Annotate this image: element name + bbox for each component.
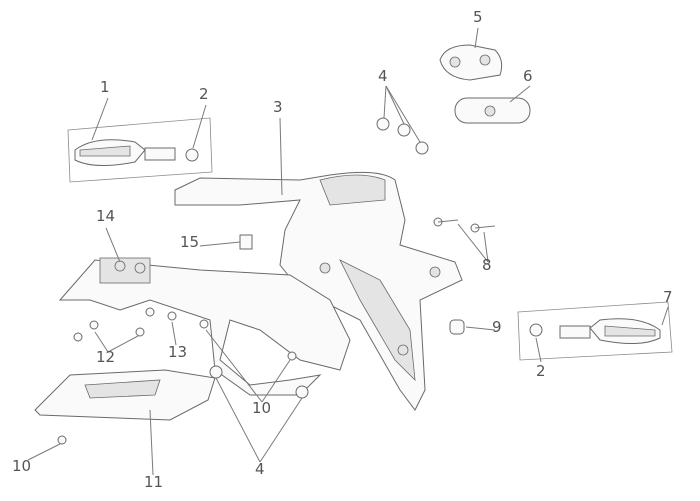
callout-3: 3 xyxy=(273,98,283,116)
callout-9: 9 xyxy=(492,318,502,336)
callout-5: 5 xyxy=(473,8,483,26)
callout-12: 12 xyxy=(96,348,116,366)
callout-13: 13 xyxy=(168,343,188,361)
callout-11: 11 xyxy=(144,473,164,491)
nuts-top xyxy=(376,117,429,155)
callout-2-right: 2 xyxy=(536,362,546,380)
nut xyxy=(209,365,223,379)
callout-14: 14 xyxy=(96,207,116,225)
bolts-8 xyxy=(433,217,496,233)
callout-4-bottom: 4 xyxy=(255,460,265,478)
callout-1: 1 xyxy=(100,78,110,96)
rear-mudguard xyxy=(174,171,463,411)
leader-lines xyxy=(27,27,669,476)
license-plate-light xyxy=(439,44,503,81)
lower-cover xyxy=(34,369,216,421)
callout-10: 10 xyxy=(252,399,272,417)
screws xyxy=(57,307,297,445)
right-turn-signal xyxy=(517,301,673,361)
clip xyxy=(239,234,253,250)
left-turn-signal xyxy=(67,117,213,183)
callout-15: 15 xyxy=(180,233,200,251)
license-plate-holder xyxy=(58,257,351,396)
callout-10-left: 10 xyxy=(12,457,32,475)
callout-6: 6 xyxy=(523,67,533,85)
rubber-plug xyxy=(449,319,465,335)
callout-2: 2 xyxy=(199,85,209,103)
nut xyxy=(295,385,309,399)
callout-7: 7 xyxy=(663,288,673,306)
callout-8: 8 xyxy=(482,256,492,274)
callout-4: 4 xyxy=(378,67,388,85)
